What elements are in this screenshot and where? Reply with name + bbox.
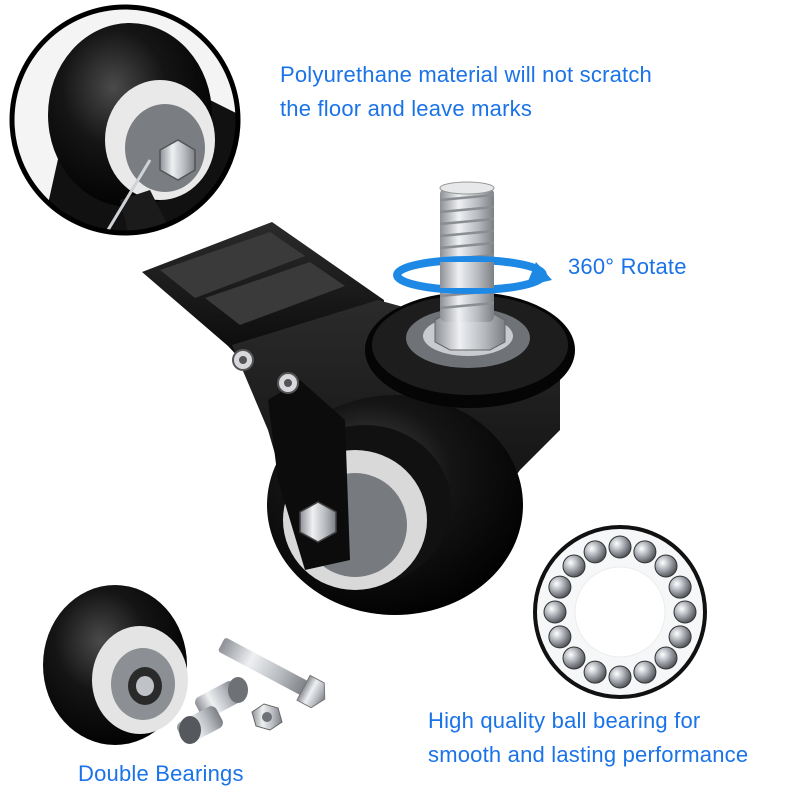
bearing-ball bbox=[633, 660, 657, 684]
bearing-ball bbox=[633, 540, 657, 564]
caption-ball-bearing: High quality ball bearing for smooth and… bbox=[428, 704, 748, 772]
bearing-ball bbox=[543, 600, 567, 624]
bearing-ball bbox=[548, 575, 572, 599]
caption-ball-bearing-line1: High quality ball bearing for bbox=[428, 708, 701, 733]
bearing-ball bbox=[562, 646, 586, 670]
bearing-ball bbox=[583, 660, 607, 684]
caption-polyurethane-line2: the floor and leave marks bbox=[280, 96, 533, 121]
bearing-ball bbox=[654, 646, 678, 670]
caption-double-bearings: Double Bearings bbox=[78, 757, 244, 791]
caption-rotate-text: 360° Rotate bbox=[568, 254, 687, 279]
caption-polyurethane: Polyurethane material will not scratch t… bbox=[280, 58, 652, 126]
swivel-caster bbox=[142, 181, 575, 615]
bearing-ball bbox=[548, 625, 572, 649]
bearing-ball bbox=[583, 540, 607, 564]
bearing-ball bbox=[562, 554, 586, 578]
caption-rotate: 360° Rotate bbox=[568, 250, 687, 284]
bearing-ball bbox=[608, 535, 632, 559]
bearing-ball bbox=[608, 665, 632, 689]
bearing-ball bbox=[668, 625, 692, 649]
zoom-circle-wheel-detail bbox=[9, 4, 241, 236]
ball-bearing-ring bbox=[533, 525, 707, 699]
caption-ball-bearing-line2: smooth and lasting performance bbox=[428, 742, 749, 767]
caption-double-bearings-text: Double Bearings bbox=[78, 761, 244, 786]
caption-polyurethane-line1: Polyurethane material will not scratch bbox=[280, 62, 652, 87]
bearing-ball bbox=[668, 575, 692, 599]
bearing-ball bbox=[654, 554, 678, 578]
double-bearings-parts bbox=[43, 585, 326, 745]
bearing-ball bbox=[673, 600, 697, 624]
rotate-360-arrow-icon bbox=[393, 256, 552, 294]
